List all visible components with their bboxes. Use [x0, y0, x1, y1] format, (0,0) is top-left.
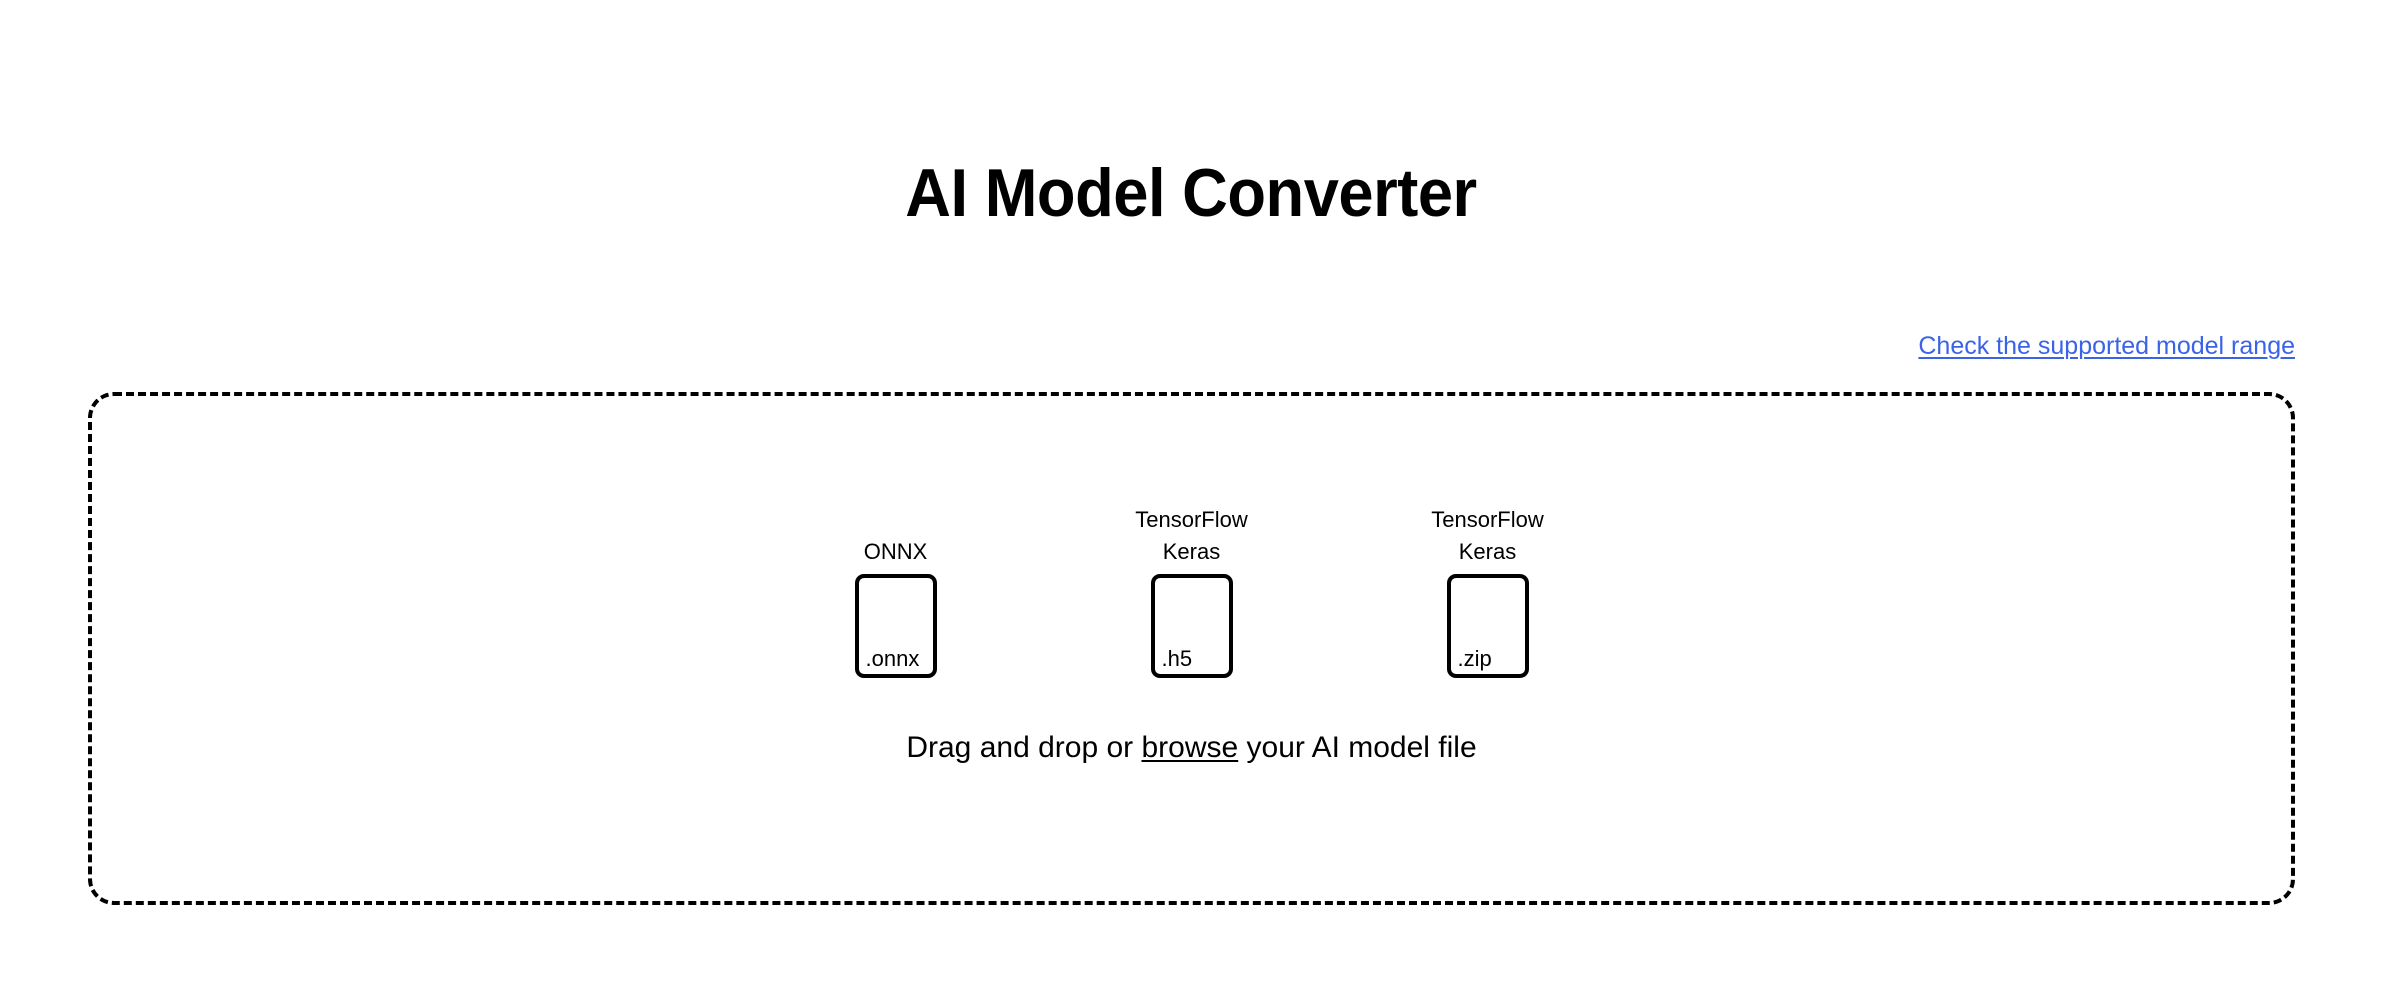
filetype-label-keras-h5: TensorFlow Keras [1135, 507, 1248, 564]
page-title: AI Model Converter [905, 154, 1477, 231]
file-document-icon-keras-zip: .zip [1446, 574, 1529, 678]
filetype-keras-zip: TensorFlow Keras .zip [1408, 504, 1568, 678]
supported-filetype-row: ONNX .onnx TensorFlow Keras .h5 TensorFl… [92, 396, 2291, 686]
file-document-icon-keras-h5: .h5 [1150, 574, 1233, 678]
model-file-dropzone[interactable]: ONNX .onnx TensorFlow Keras .h5 TensorFl… [88, 392, 2295, 905]
filetype-extension-keras-h5: .h5 [1161, 646, 1193, 671]
dropzone-hint-prefix: Drag and drop or [906, 731, 1142, 764]
browse-link[interactable]: browse [1141, 731, 1239, 764]
supported-model-range-link[interactable]: Check the supported model range [1918, 332, 2295, 360]
filetype-label-onnx: ONNX [863, 539, 928, 564]
filetype-onnx: ONNX .onnx [816, 536, 976, 678]
supported-model-range-row: Check the supported model range [88, 331, 2295, 365]
filetype-keras-h5: TensorFlow Keras .h5 [1112, 504, 1272, 678]
filetype-extension-keras-zip: .zip [1457, 646, 1492, 671]
dropzone-hint: Drag and drop or browse your AI model fi… [92, 728, 2291, 768]
filetype-label-keras-zip: TensorFlow Keras [1431, 507, 1544, 564]
file-document-icon-onnx: .onnx [854, 574, 937, 678]
dropzone-hint-suffix: your AI model file [1238, 731, 1477, 764]
filetype-extension-onnx: .onnx [865, 646, 920, 671]
